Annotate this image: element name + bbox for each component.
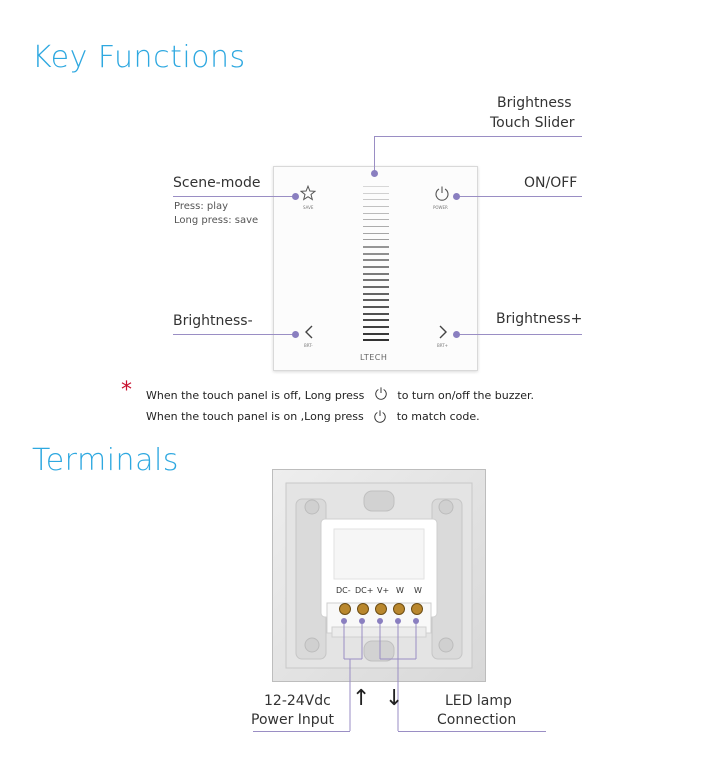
terminal-screw-dc-plus xyxy=(357,603,369,615)
power-icon xyxy=(435,186,449,201)
brightness-plus-label: Brightness+ xyxy=(496,311,583,327)
note-line1-before: When the touch panel is off, Long press xyxy=(146,389,365,402)
slider-segment xyxy=(363,253,389,255)
chevron-left-icon xyxy=(305,325,313,339)
brt-minus-caption: BRT- xyxy=(304,343,313,348)
terminal-dot-dc-minus xyxy=(341,618,347,624)
slider-segment xyxy=(363,333,389,336)
slider-segment xyxy=(363,259,389,261)
brt-plus-callout-dot xyxy=(453,331,460,338)
note-line2: When the touch panel is on ,Long press t… xyxy=(146,409,480,423)
slider-segment xyxy=(363,273,389,275)
on-off-label: ON/OFF xyxy=(524,175,578,191)
terminal-label-w2: W xyxy=(414,586,422,595)
brightness-touch-slider[interactable] xyxy=(363,186,389,346)
scene-callout-line xyxy=(173,196,295,197)
power-icon xyxy=(374,410,386,423)
terminal-dot-w1 xyxy=(395,618,401,624)
touch-panel: SAVE POWER LTECH BRT- BRT+ xyxy=(273,166,478,371)
arrow-up-icon: ↑ xyxy=(352,686,371,711)
arrow-down-icon: ↓ xyxy=(385,686,404,711)
power-icon xyxy=(375,387,387,400)
wiring-callouts xyxy=(343,621,417,731)
terminal-screw-dc-minus xyxy=(339,603,351,615)
slider-segment xyxy=(363,326,389,329)
slider-segment xyxy=(363,226,389,228)
slider-segment xyxy=(363,293,389,295)
note-line2-before: When the touch panel is on ,Long press xyxy=(146,410,364,423)
slider-segment xyxy=(363,339,389,342)
slider-segment xyxy=(363,266,389,268)
terminal-label-dc-plus: DC+ xyxy=(355,586,374,595)
scene-callout-dot xyxy=(292,193,299,200)
slider-segment xyxy=(363,319,389,321)
slider-segment xyxy=(363,239,389,241)
slider-segment xyxy=(363,213,389,215)
slider-callout-h xyxy=(374,136,582,137)
brt-plus-callout-line xyxy=(456,334,582,335)
power-callout-line xyxy=(253,731,350,732)
terminal-label-w1: W xyxy=(396,586,404,595)
note-line2-after: to match code. xyxy=(396,410,480,423)
terminal-label-dc-minus: DC- xyxy=(336,586,351,595)
slider-segment xyxy=(363,219,389,221)
terminal-dot-v-plus xyxy=(377,618,383,624)
slider-segment xyxy=(363,206,389,208)
terminal-label-v-plus: V+ xyxy=(377,586,390,595)
terminal-screw-w1 xyxy=(393,603,405,615)
brightness-minus-label: Brightness- xyxy=(173,313,253,329)
brt-minus-callout-dot xyxy=(292,331,299,338)
brt-minus-callout-line xyxy=(173,334,295,335)
led-connection-line1: LED lamp xyxy=(445,693,512,709)
slider-label-line1: Brightness xyxy=(497,95,572,111)
terminal-screw-w2 xyxy=(411,603,423,615)
slider-label-line2: Touch Slider xyxy=(490,115,575,131)
onoff-callout-line xyxy=(456,196,582,197)
slider-callout-v xyxy=(374,136,375,172)
onoff-callout-dot xyxy=(453,193,460,200)
power-input-line1: 12-24Vdc xyxy=(264,693,331,709)
led-connection-line2: Connection xyxy=(437,712,517,728)
slider-segment xyxy=(363,186,389,187)
save-caption: SAVE xyxy=(303,205,314,210)
slider-segment xyxy=(363,286,389,288)
slider-segment xyxy=(363,199,389,201)
led-callout-line xyxy=(398,731,546,732)
scene-press-text: Press: play xyxy=(174,201,229,212)
slider-segment xyxy=(363,313,389,315)
slider-segment xyxy=(363,246,389,248)
brt-plus-caption: BRT+ xyxy=(437,343,449,348)
asterisk-mark: * xyxy=(121,378,132,403)
scene-mode-label: Scene-mode xyxy=(173,175,261,191)
power-input-line2: Power Input xyxy=(251,712,335,728)
slider-segment xyxy=(363,279,389,281)
terminals-title: Terminals xyxy=(32,443,179,478)
slider-segment xyxy=(363,306,389,308)
terminal-dot-dc-plus xyxy=(359,618,365,624)
slider-segment xyxy=(363,233,389,235)
slider-segment xyxy=(363,193,389,195)
terminal-back-plate xyxy=(272,469,486,682)
note-line1-after: to turn on/off the buzzer. xyxy=(397,389,535,402)
brand-logo: LTECH xyxy=(360,353,388,362)
slider-callout-dot xyxy=(371,170,378,177)
scene-long-press-text: Long press: save xyxy=(174,215,259,226)
slider-segment xyxy=(363,299,389,301)
star-icon xyxy=(300,185,316,201)
note-line1: When the touch panel is off, Long press … xyxy=(146,386,534,402)
chevron-right-icon xyxy=(439,325,447,339)
terminal-dot-w2 xyxy=(413,618,419,624)
terminal-screw-v-plus xyxy=(375,603,387,615)
key-functions-title: Key Functions xyxy=(32,40,246,75)
power-caption: POWER xyxy=(433,205,448,210)
